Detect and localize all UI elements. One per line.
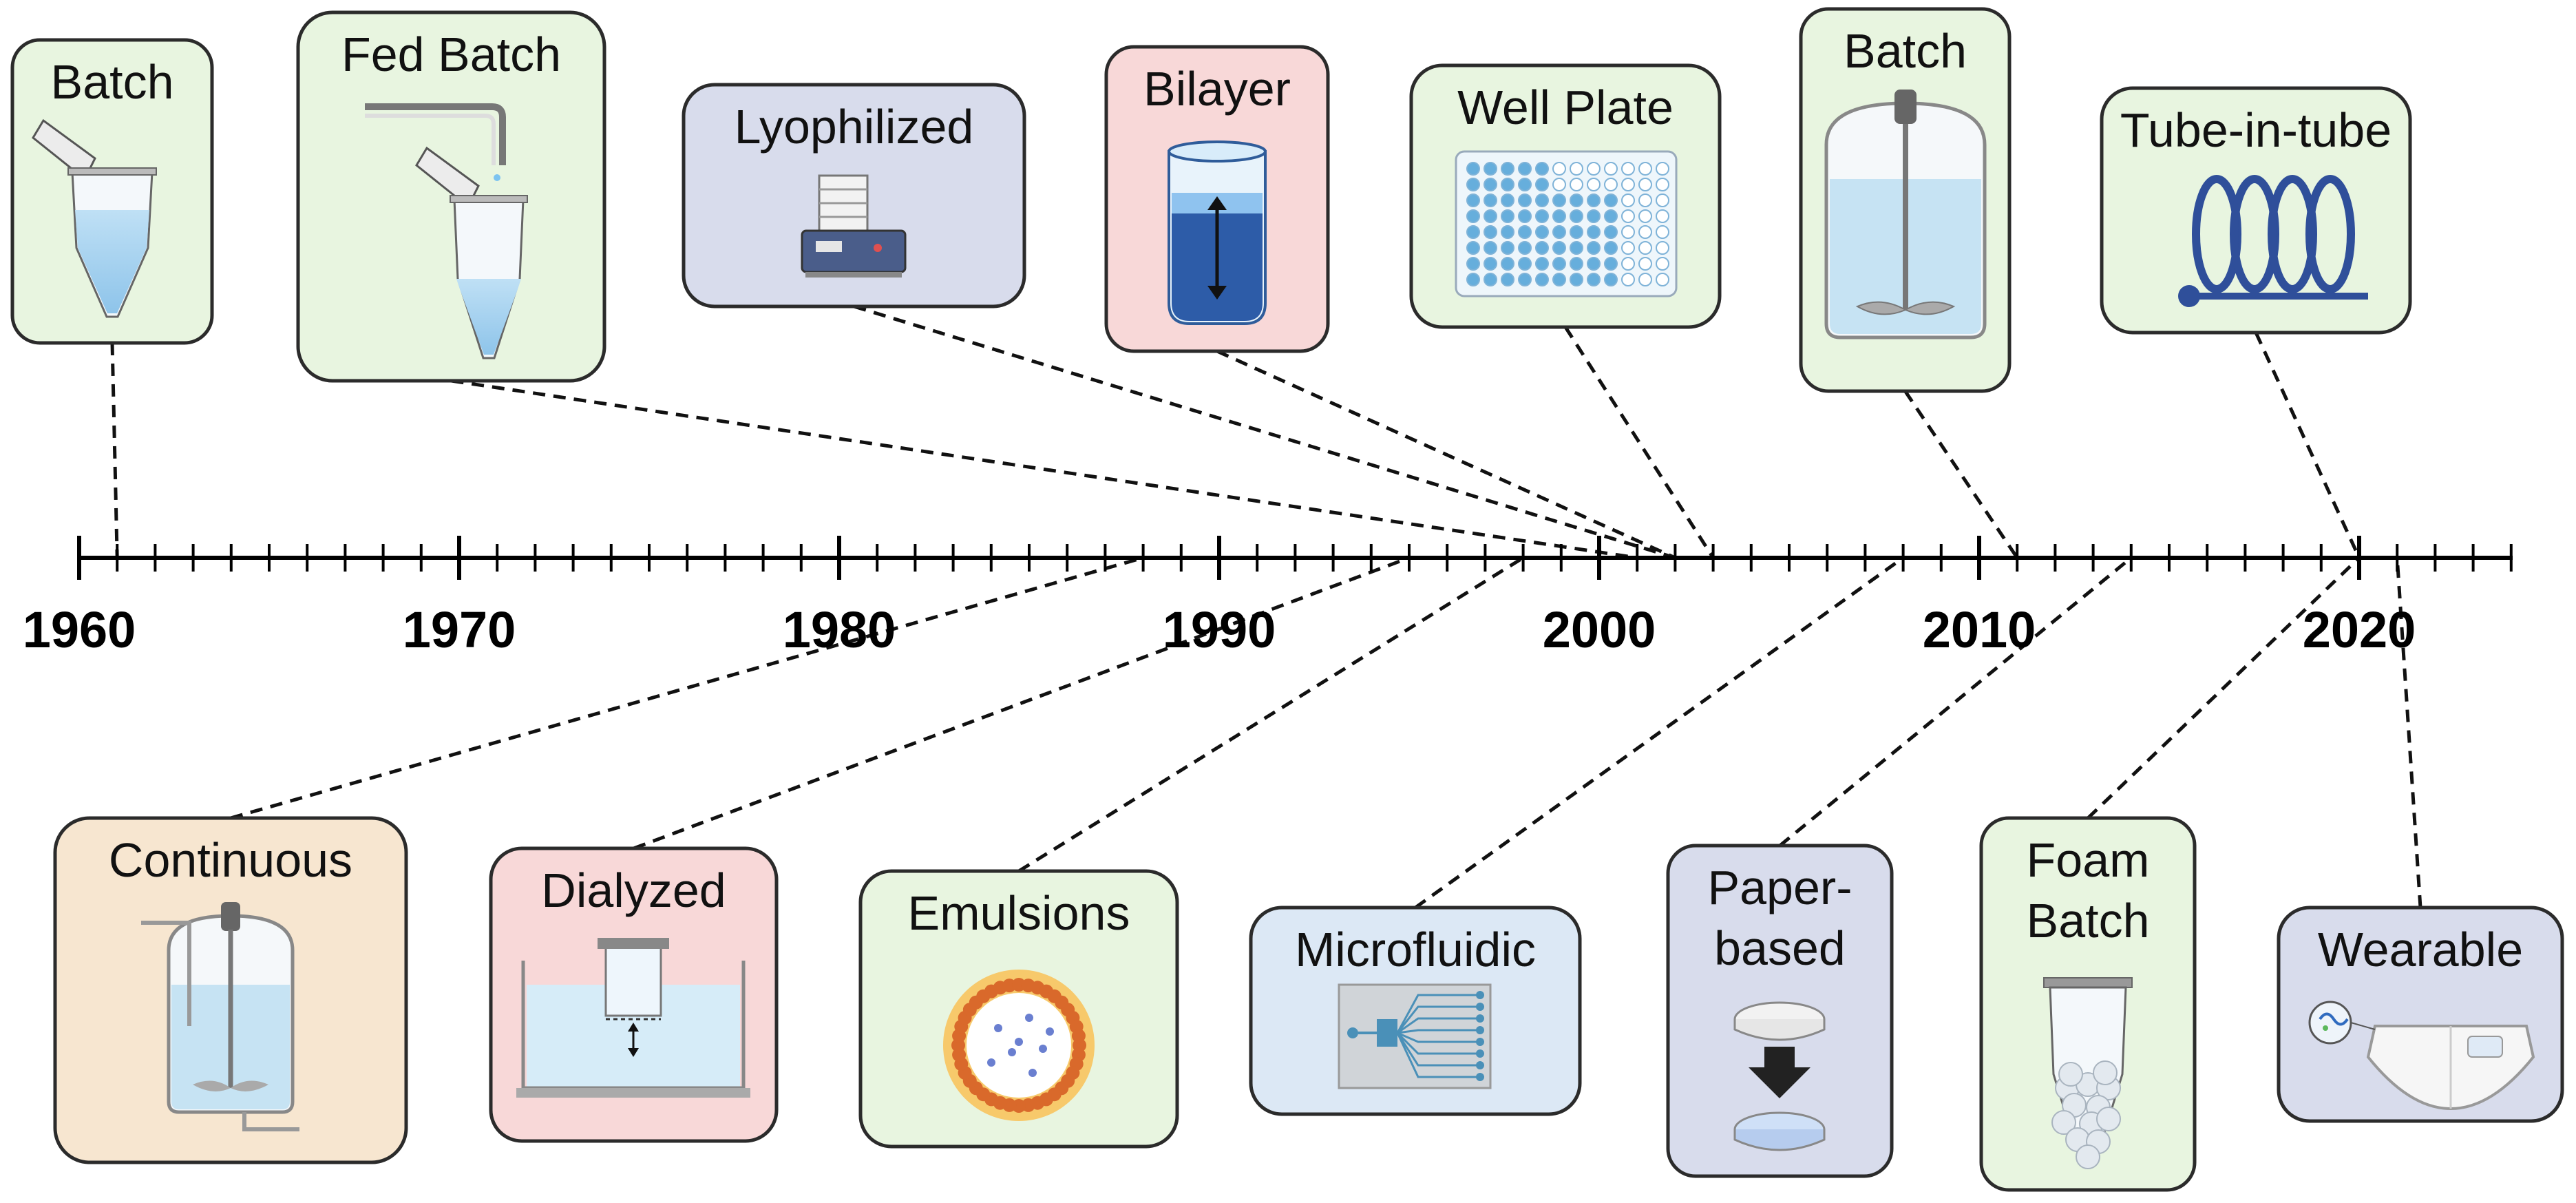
- box-emulsions: Emulsions: [858, 869, 1179, 1149]
- box-label: Bilayer: [1143, 62, 1291, 116]
- face-mask-icon: [2308, 1001, 2535, 1111]
- connector-lines: [110, 304, 2422, 910]
- box-continuous: Continuous: [53, 816, 408, 1164]
- year-label: 1960: [23, 601, 136, 658]
- continuous-bioreactor-icon: [141, 902, 299, 1131]
- box-well-plate: Well Plate: [1409, 63, 1722, 329]
- connector-line: [2395, 557, 2422, 908]
- microfluidic-chip-icon: [1338, 983, 1492, 1089]
- connector-line: [451, 379, 1638, 560]
- emulsion-droplet-icon: [943, 970, 1095, 1121]
- year-label: 1990: [1163, 601, 1276, 658]
- box-dialyzed: Dialyzed: [489, 846, 779, 1143]
- connector-line: [230, 556, 1144, 820]
- box-batch-bioreactor: Batch: [1799, 7, 2012, 393]
- box-label: Batch: [2027, 894, 2150, 948]
- bilayer-vial-icon: [1168, 140, 1267, 325]
- box-label: Emulsions: [908, 886, 1130, 940]
- box-label: based: [1714, 921, 1846, 975]
- box-label: Foam: [2027, 833, 2150, 887]
- microcentrifuge-tube-icon: [32, 118, 157, 318]
- year-labels: 1960 1970 1980 1990 2000 2010 2020: [23, 601, 2416, 658]
- dialysis-bath-icon: [516, 938, 750, 1098]
- year-label: 1980: [783, 601, 896, 658]
- well-plate-icon: [1455, 150, 1678, 297]
- box-batch-tube: Batch: [10, 38, 214, 345]
- coil-icon: [2178, 175, 2368, 307]
- freeze-dryer-icon: [801, 174, 907, 278]
- fed-batch-tube-icon: [365, 103, 528, 359]
- connector-line: [110, 342, 119, 558]
- connector-line: [633, 556, 1410, 850]
- year-label: 2010: [1923, 601, 2036, 658]
- connector-line: [2087, 556, 2361, 819]
- box-paper-based: Paper-based: [1666, 844, 1894, 1178]
- connector-line: [1216, 349, 1676, 560]
- year-label: 1970: [403, 601, 516, 658]
- year-label: 2000: [1543, 601, 1656, 658]
- box-wearable: Wearable: [2277, 906, 2564, 1123]
- box-label: Lyophilized: [735, 100, 974, 154]
- foam-tube-icon: [2043, 977, 2133, 1169]
- box-label: Paper-: [1707, 861, 1852, 914]
- connector-line: [1563, 326, 1715, 559]
- box-lyophilized: Lyophilized: [682, 83, 1026, 308]
- box-label: Tube-in-tube: [2120, 103, 2392, 157]
- paper-disc-icon: [1733, 1001, 1826, 1151]
- box-label: Fed Batch: [341, 28, 561, 81]
- connector-line: [1017, 556, 1524, 873]
- connector-line: [1778, 556, 2133, 847]
- box-fed-batch: Fed Batch: [296, 10, 606, 383]
- connector-line: [2254, 331, 2361, 559]
- timeline-axis: [77, 536, 2513, 580]
- box-label: Batch: [51, 55, 174, 109]
- box-label: Batch: [1844, 24, 1967, 78]
- year-label: 2020: [2303, 601, 2416, 658]
- box-microfluidic: Microfluidic: [1249, 906, 1582, 1116]
- bioreactor-icon: [1824, 90, 1987, 339]
- box-label: Wearable: [2318, 923, 2523, 976]
- box-label: Microfluidic: [1295, 923, 1536, 976]
- box-bilayer: Bilayer: [1104, 45, 1330, 353]
- box-label: Continuous: [109, 833, 352, 887]
- connector-line: [1903, 390, 2019, 559]
- box-label: Dialyzed: [541, 864, 726, 917]
- connector-line: [1414, 556, 1905, 910]
- box-tube-in-tube: Tube-in-tube: [2100, 86, 2412, 335]
- box-label: Well Plate: [1457, 81, 1674, 134]
